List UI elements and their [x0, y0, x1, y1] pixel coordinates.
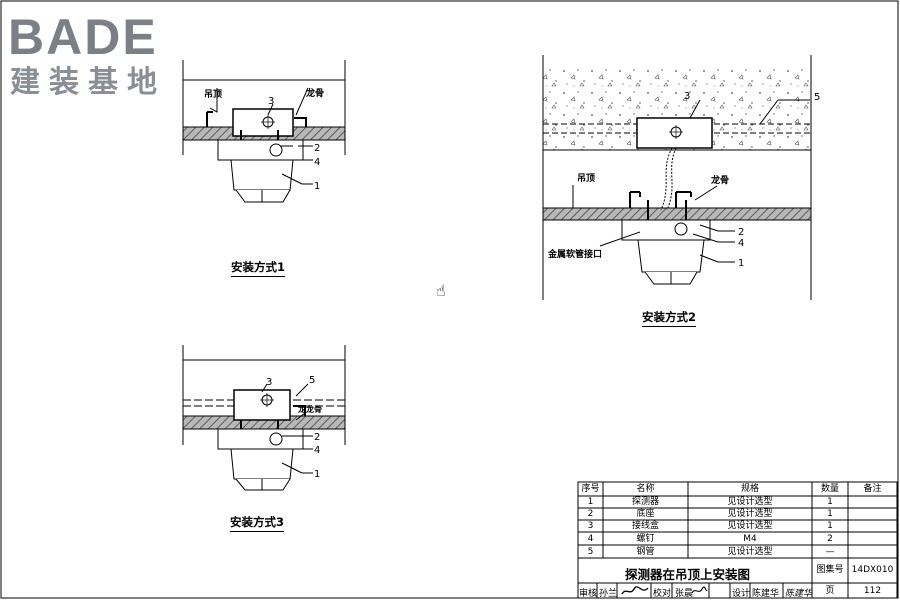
ceiling-board-2 — [542, 207, 812, 221]
tb-header-no: 序号 — [581, 484, 600, 494]
flexible-conduit — [660, 147, 677, 211]
bade-logo: BADE — [8, 9, 158, 65]
bade-logo-subtitle: 建装基地 — [10, 65, 166, 100]
view-2-label-keel: 龙骨 — [710, 174, 729, 186]
view-1-drawing — [182, 60, 346, 203]
view-1-callout-4: 4 — [314, 157, 320, 168]
sig-check-name: 张晨 — [675, 589, 694, 599]
sig-check-label: 校对 — [653, 589, 672, 599]
atlas-no: 14DX010 — [851, 565, 894, 575]
view-2-callout-4: 4 — [738, 238, 744, 249]
junction-box-2 — [636, 117, 713, 149]
view-1-caption: 安装方式1 — [231, 259, 286, 277]
tb-row-1-no: 1 — [587, 497, 594, 507]
view-3-label-keel: 龙龙骨 — [297, 404, 322, 414]
page-label: 页 — [825, 586, 835, 596]
tb-row-3-qty: 1 — [827, 521, 833, 531]
detector-body-2 — [637, 239, 705, 273]
tb-row-5-spec: 见设计选型 — [727, 547, 773, 557]
tb-row-2-name: 底座 — [636, 509, 655, 519]
signature-scribble-1 — [621, 586, 649, 595]
tb-row-1-name: 探测器 — [631, 497, 659, 507]
sig-design-name: 陈建华 — [752, 589, 780, 599]
view-3-callout-2: 2 — [314, 432, 320, 443]
view-3-caption: 安装方式3 — [230, 514, 285, 532]
title-block-grid — [577, 481, 898, 599]
tb-row-3-no: 3 — [587, 521, 594, 531]
view-1-callout-2: 2 — [314, 143, 320, 154]
atlas-no-label: 图集号 — [816, 565, 844, 575]
view-3-callout-4: 4 — [314, 445, 320, 456]
tb-row-3-name: 接线盒 — [631, 521, 659, 531]
junction-box-3 — [233, 389, 291, 421]
sig-design-signature: 陈建华 — [785, 589, 813, 599]
view-3-callout-1: 1 — [314, 469, 320, 480]
view-2-label-interface: 金属软管接口 — [547, 248, 602, 260]
view-1-label-keel: 龙骨 — [305, 87, 324, 99]
tb-row-5-name: 钢管 — [636, 547, 655, 557]
tb-row-1-spec: 见设计选型 — [727, 497, 773, 507]
tb-header-spec: 规格 — [740, 484, 759, 494]
tb-row-4-spec: M4 — [743, 534, 757, 544]
view-1-callout-3: 3 — [268, 96, 274, 107]
tb-row-5-no: 5 — [587, 547, 594, 557]
signature-scribble-2 — [691, 586, 708, 594]
tb-header-name: 名称 — [636, 484, 655, 494]
hand-cursor-icon: ☝ — [436, 281, 446, 300]
detector-base-2 — [621, 219, 711, 241]
tb-header-qty: 数量 — [820, 484, 839, 494]
tb-row-4-qty: 2 — [827, 534, 833, 544]
tb-row-5-qty: — — [825, 547, 835, 557]
view-2-callout-5: 5 — [814, 92, 820, 103]
tb-row-2-spec: 见设计选型 — [727, 509, 773, 519]
detector-base-3 — [217, 428, 304, 450]
sig-review-name: 孙兰 — [599, 589, 618, 599]
view-2-callout-3: 3 — [684, 91, 690, 102]
detector-base — [217, 139, 304, 161]
junction-box — [232, 108, 294, 137]
sig-review-label: 审核 — [579, 589, 598, 599]
tb-header-remark: 备注 — [863, 484, 882, 494]
page-no: 112 — [863, 586, 882, 596]
tb-row-4-no: 4 — [587, 534, 594, 544]
tb-row-1-qty: 1 — [827, 497, 833, 507]
view-3-drawing — [182, 345, 346, 491]
tb-row-2-no: 2 — [587, 509, 594, 519]
view-2-caption: 安装方式2 — [642, 309, 697, 327]
view-2-drawing — [542, 55, 812, 300]
view-2-label-ceiling: 吊顶 — [577, 173, 595, 184]
drawing-title: 探测器在吊顶上安装图 — [625, 567, 751, 582]
tb-row-2-qty: 1 — [827, 509, 833, 519]
sig-design-label: 设计 — [732, 589, 751, 599]
view-3-callout-3: 3 — [266, 377, 272, 388]
view-3-callout-5: 5 — [309, 375, 315, 386]
view-1-label-ceiling: 吊顶 — [204, 89, 222, 100]
view-2-callout-1: 1 — [738, 258, 744, 269]
tb-row-3-spec: 见设计选型 — [727, 521, 773, 531]
view-1-callout-1: 1 — [314, 181, 320, 192]
view-2-callout-2: 2 — [738, 227, 744, 238]
tb-row-4-name: 螺钉 — [636, 534, 655, 544]
